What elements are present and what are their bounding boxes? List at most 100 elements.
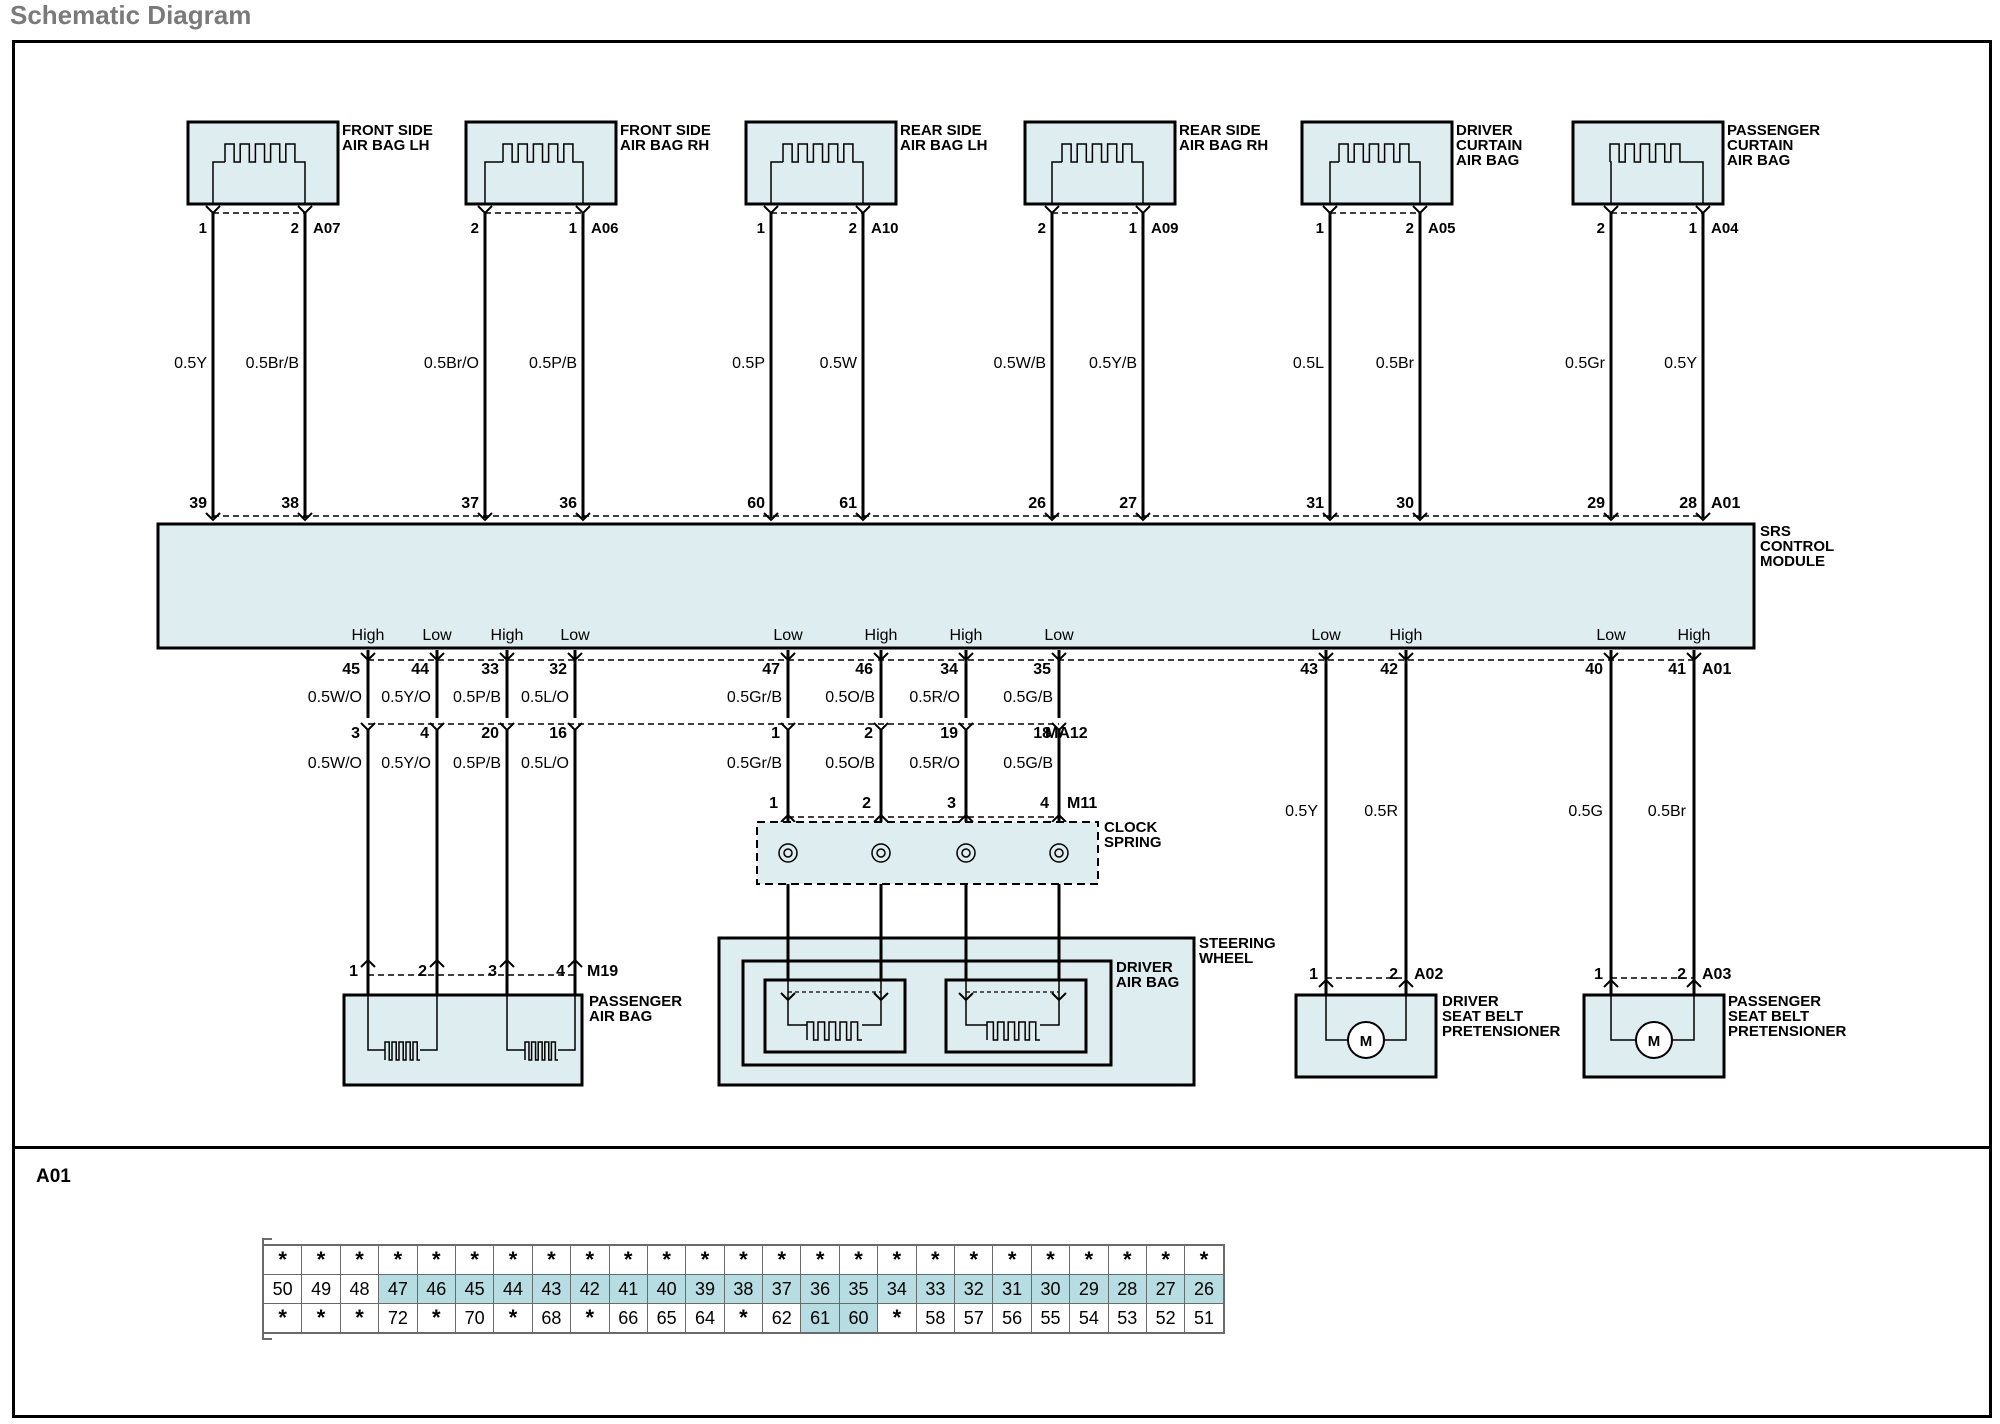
pin-cell: 40 (646, 1274, 687, 1304)
pin-cell: 36 (800, 1274, 840, 1304)
driver_pretensioner-inner-wire (1325, 995, 1348, 1041)
module-pin-number: 37 (461, 495, 479, 512)
module-pin-number: 26 (1028, 495, 1046, 512)
driver_pretensioner-label: SEAT BELT (1442, 1008, 1523, 1025)
pin-cell: 62 (762, 1303, 802, 1334)
pin-cell: 60 (838, 1303, 879, 1334)
connector-caption: A01 (36, 1166, 71, 1187)
driver-air-bag-inner-wire (965, 1000, 987, 1026)
rear_side_rh-pin-chevron (1044, 205, 1060, 215)
module-pin-number: 47 (762, 661, 780, 678)
driver_pretensioner-connector-id: A02 (1414, 966, 1443, 983)
front_side_lh-label: AIR BAG LH (342, 137, 430, 154)
pin-cell: 44 (493, 1274, 533, 1304)
module-pin-number: 33 (481, 661, 499, 678)
driver_curtain-label: DRIVER (1456, 122, 1513, 139)
module-pin-number: 46 (855, 661, 873, 678)
clock-spring-pin-chevron (873, 813, 889, 823)
srs-top-connector-id: A01 (1711, 495, 1740, 512)
module-pin-number: 36 (559, 495, 577, 512)
rear_side_lh-inner-wire-right (859, 161, 864, 204)
pin-cell: * (646, 1244, 687, 1275)
clock-spring-coil-icon (961, 848, 971, 858)
bottom-wire-code: 0.5G/B (1003, 755, 1053, 772)
front_side_lh-pin-label: 2 (291, 220, 299, 237)
rear_side_lh-box (744, 120, 898, 206)
pin-cell: * (838, 1244, 879, 1275)
passenger_pretensioner-label: SEAT BELT (1728, 1008, 1809, 1025)
junction-pin-number: 19 (940, 725, 958, 742)
pin-cell: * (454, 1244, 495, 1275)
pin-cell: 66 (608, 1303, 648, 1334)
clock-spring-coil-icon (1049, 843, 1069, 863)
driver_curtain-inner-wire-right (1415, 161, 1421, 204)
pin-cell: 58 (915, 1303, 956, 1334)
module-pin-number: 39 (189, 495, 207, 512)
pin-cell: 28 (1107, 1274, 1147, 1304)
passenger_pretensioner-inner-wire (1672, 995, 1695, 1041)
module-pin-level: High (1678, 627, 1711, 644)
module-pin-number: 27 (1119, 495, 1137, 512)
rear_side_lh-pin-label: 2 (849, 220, 857, 237)
clock-spring-box (756, 821, 1099, 885)
pin-cell: 26 (1184, 1274, 1225, 1304)
rear_side_lh-inner-wire-left (770, 161, 783, 204)
rear_side_lh-connector-id: A10 (871, 220, 899, 237)
pin-cell: 65 (646, 1303, 687, 1334)
front_side_lh-inner-wire-left (212, 161, 225, 204)
passenger_curtain-inner-wire-right (1686, 161, 1704, 204)
connector-latch-bottom (262, 1330, 272, 1340)
rear_side_rh-connector-id: A09 (1151, 220, 1179, 237)
pin-cell: 43 (531, 1274, 572, 1304)
bottom-wire-code: 0.5L/O (521, 755, 569, 772)
top-wire-code: 0.5L (1293, 355, 1324, 372)
clock-spring-coil-icon (778, 843, 798, 863)
module-pin-number: 44 (411, 661, 429, 678)
passenger-air-bag-pin-chevron (429, 958, 445, 968)
top-wire-code: 0.5Y (1664, 355, 1697, 372)
passenger-air-bag-pin-chevron (360, 958, 376, 968)
bottom-wire-code: 0.5P/B (453, 755, 501, 772)
pin-cell: 57 (954, 1303, 994, 1334)
rear_side_rh-label: REAR SIDE (1179, 122, 1261, 139)
pin-cell: 39 (685, 1274, 725, 1304)
front_side_rh-pin-chevron (477, 205, 493, 215)
pin-cell: * (262, 1244, 303, 1275)
driver_curtain-label: CURTAIN (1456, 137, 1522, 154)
module-pin-level: Low (560, 627, 590, 644)
pin-cell: * (915, 1244, 956, 1275)
pin-cell: 49 (301, 1274, 341, 1304)
driver-air-bag-squib-symbol (986, 1021, 1040, 1041)
clock-spring-coil-icon (956, 843, 976, 863)
pin-cell: 56 (992, 1303, 1032, 1334)
module-pin-level: High (352, 627, 385, 644)
passenger_pretensioner-motor-symbol: M (1648, 1033, 1661, 1050)
module-pin-level: Low (1044, 627, 1074, 644)
driver_curtain-squib-symbol (1338, 143, 1415, 163)
srs-module-box (156, 522, 1756, 650)
driver_pretensioner-inner-wire (1384, 995, 1407, 1041)
module-pin-level: High (865, 627, 898, 644)
pin-cell: * (570, 1303, 610, 1334)
junction-pin-number: 20 (481, 725, 499, 742)
front_side_rh-label: AIR BAG RH (620, 137, 709, 154)
module-pin-number: 43 (1300, 661, 1318, 678)
passenger-air-bag-pin-number: 2 (418, 963, 427, 980)
module-pin-level: Low (422, 627, 452, 644)
driver_curtain-pin-chevron (1322, 205, 1338, 215)
module-pin-number: 45 (342, 661, 360, 678)
passenger_curtain-pin-label: 1 (1689, 220, 1697, 237)
connector-latch-top (262, 1238, 272, 1248)
rear_side_lh-pin-label: 1 (757, 220, 765, 237)
pin-cell: * (416, 1244, 456, 1275)
passenger-air-bag-connector-id: M19 (587, 963, 618, 980)
module-pin-level: High (950, 627, 983, 644)
module-pin-level: Low (1311, 627, 1341, 644)
junction-pin-number: 18 (1033, 725, 1051, 742)
bottom-wire-code: 0.5G/B (1003, 689, 1053, 706)
passenger-air-bag-pin-number: 1 (349, 963, 358, 980)
passenger-air-bag-inner-wire (420, 995, 438, 1051)
pin-cell: 27 (1145, 1274, 1186, 1304)
passenger-air-bag-label: AIR BAG (589, 1008, 652, 1025)
